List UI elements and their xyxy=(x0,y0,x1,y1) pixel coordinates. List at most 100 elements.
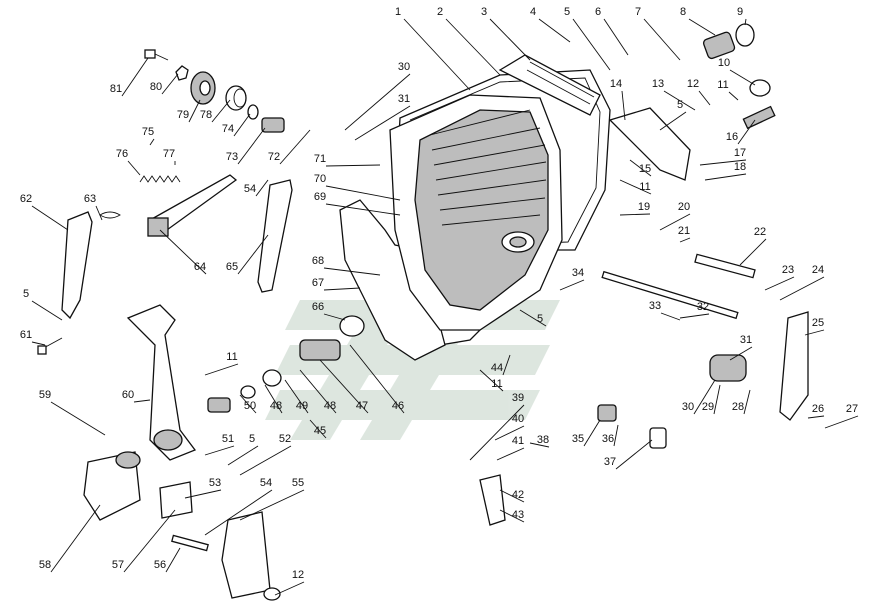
part-label-26: 26 xyxy=(812,403,824,415)
leader-line-42 xyxy=(499,489,525,503)
part-spring-8 xyxy=(702,31,736,60)
part-spring-63 xyxy=(99,211,121,219)
part-label-5: 5 xyxy=(677,99,683,111)
leader-line-51 xyxy=(204,445,235,456)
leader-line-4 xyxy=(538,18,571,43)
leader-line-59 xyxy=(50,401,106,436)
leader-line-63 xyxy=(95,205,103,221)
part-label-5: 5 xyxy=(23,288,29,300)
part-label-55: 55 xyxy=(292,477,304,489)
part-label-54: 54 xyxy=(244,183,256,195)
part-spring-16 xyxy=(742,105,776,130)
part-label-11: 11 xyxy=(717,79,728,91)
leader-line-11 xyxy=(728,91,739,101)
part-label-44: 44 xyxy=(491,362,503,374)
leader-line-27 xyxy=(824,415,859,429)
part-washer-12b xyxy=(263,587,281,601)
part-label-28: 28 xyxy=(732,401,744,413)
leader-line-44 xyxy=(502,354,511,376)
part-bracket-17 xyxy=(608,107,691,181)
leader-line-17 xyxy=(699,159,747,166)
leader-line-32 xyxy=(679,313,710,319)
leader-line-1 xyxy=(403,18,471,91)
leader-line-79 xyxy=(188,99,201,123)
part-label-23: 23 xyxy=(782,264,794,276)
leader-line-36 xyxy=(613,424,619,447)
leader-line-15 xyxy=(629,159,652,177)
part-bushing-78 xyxy=(225,85,247,111)
leader-line-54 xyxy=(255,179,269,197)
leader-line-6 xyxy=(603,18,629,56)
leader-line-71 xyxy=(325,164,381,167)
part-washer-74 xyxy=(247,104,259,120)
leader-line-18 xyxy=(704,173,747,181)
part-label-43: 43 xyxy=(512,509,524,521)
leader-line-68 xyxy=(323,267,381,276)
leader-line-61 xyxy=(31,341,46,346)
part-plug-35 xyxy=(597,404,617,422)
part-shaft-33 xyxy=(601,270,739,320)
leader-line-78 xyxy=(211,99,231,123)
part-gear-79 xyxy=(190,71,216,105)
part-label-30: 30 xyxy=(398,61,410,73)
part-label-58: 58 xyxy=(39,559,51,571)
leader-line-39 xyxy=(469,404,525,461)
leader-line-12 xyxy=(698,90,711,106)
part-nut-10 xyxy=(749,79,771,97)
part-label-30: 30 xyxy=(682,401,694,413)
leader-line-23 xyxy=(764,276,795,291)
part-label-18: 18 xyxy=(734,161,746,173)
leader-line-62 xyxy=(31,205,69,231)
leader-line-41 xyxy=(496,447,525,461)
leader-line-29 xyxy=(713,384,721,415)
part-label-71: 71 xyxy=(314,153,326,165)
leader-line-26 xyxy=(807,415,825,419)
part-label-64: 64 xyxy=(194,261,206,273)
part-link-65 xyxy=(257,179,293,293)
part-label-45: 45 xyxy=(314,425,326,437)
part-label-56: 56 xyxy=(154,559,166,571)
leader-line-11 xyxy=(204,363,239,376)
part-link-62 xyxy=(61,211,93,320)
part-label-21: 21 xyxy=(678,225,690,237)
part-label-7: 7 xyxy=(635,6,641,18)
leader-line-55 xyxy=(239,489,305,521)
part-label-57: 57 xyxy=(112,559,124,571)
part-label-5: 5 xyxy=(537,313,543,325)
part-spring-22 xyxy=(694,253,756,279)
part-label-14: 14 xyxy=(610,78,622,90)
part-label-70: 70 xyxy=(314,173,326,185)
leader-line-49 xyxy=(284,379,309,414)
leader-line-52 xyxy=(239,445,292,476)
cylinder-head-housing xyxy=(339,54,611,361)
part-plate-25 xyxy=(779,311,809,421)
part-label-68: 68 xyxy=(312,255,324,267)
part-label-11: 11 xyxy=(639,181,650,193)
leader-line-60 xyxy=(133,399,151,403)
part-label-46: 46 xyxy=(392,400,404,412)
part-label-29: 29 xyxy=(702,401,714,413)
leader-line-5 xyxy=(227,445,259,466)
part-label-12: 12 xyxy=(292,569,304,581)
leader-line-20 xyxy=(659,213,691,231)
leader-line-40 xyxy=(494,425,525,441)
leader-line-45 xyxy=(309,419,327,439)
leader-line-75 xyxy=(149,138,155,146)
leader-line-16 xyxy=(737,119,756,145)
part-spring-75 xyxy=(139,175,181,183)
part-label-65: 65 xyxy=(226,261,238,273)
part-label-62: 62 xyxy=(20,193,32,205)
part-spool-46 xyxy=(207,315,365,413)
part-label-16: 16 xyxy=(726,131,738,143)
part-bolt-37 xyxy=(649,427,667,449)
part-label-78: 78 xyxy=(200,109,212,121)
leader-line-5 xyxy=(572,18,611,71)
leader-line-58 xyxy=(50,504,101,573)
part-label-27: 27 xyxy=(846,403,858,415)
part-label-2: 2 xyxy=(437,6,443,18)
part-label-39: 39 xyxy=(512,392,524,404)
part-label-48: 48 xyxy=(270,400,282,412)
part-housing-58 xyxy=(83,451,141,521)
